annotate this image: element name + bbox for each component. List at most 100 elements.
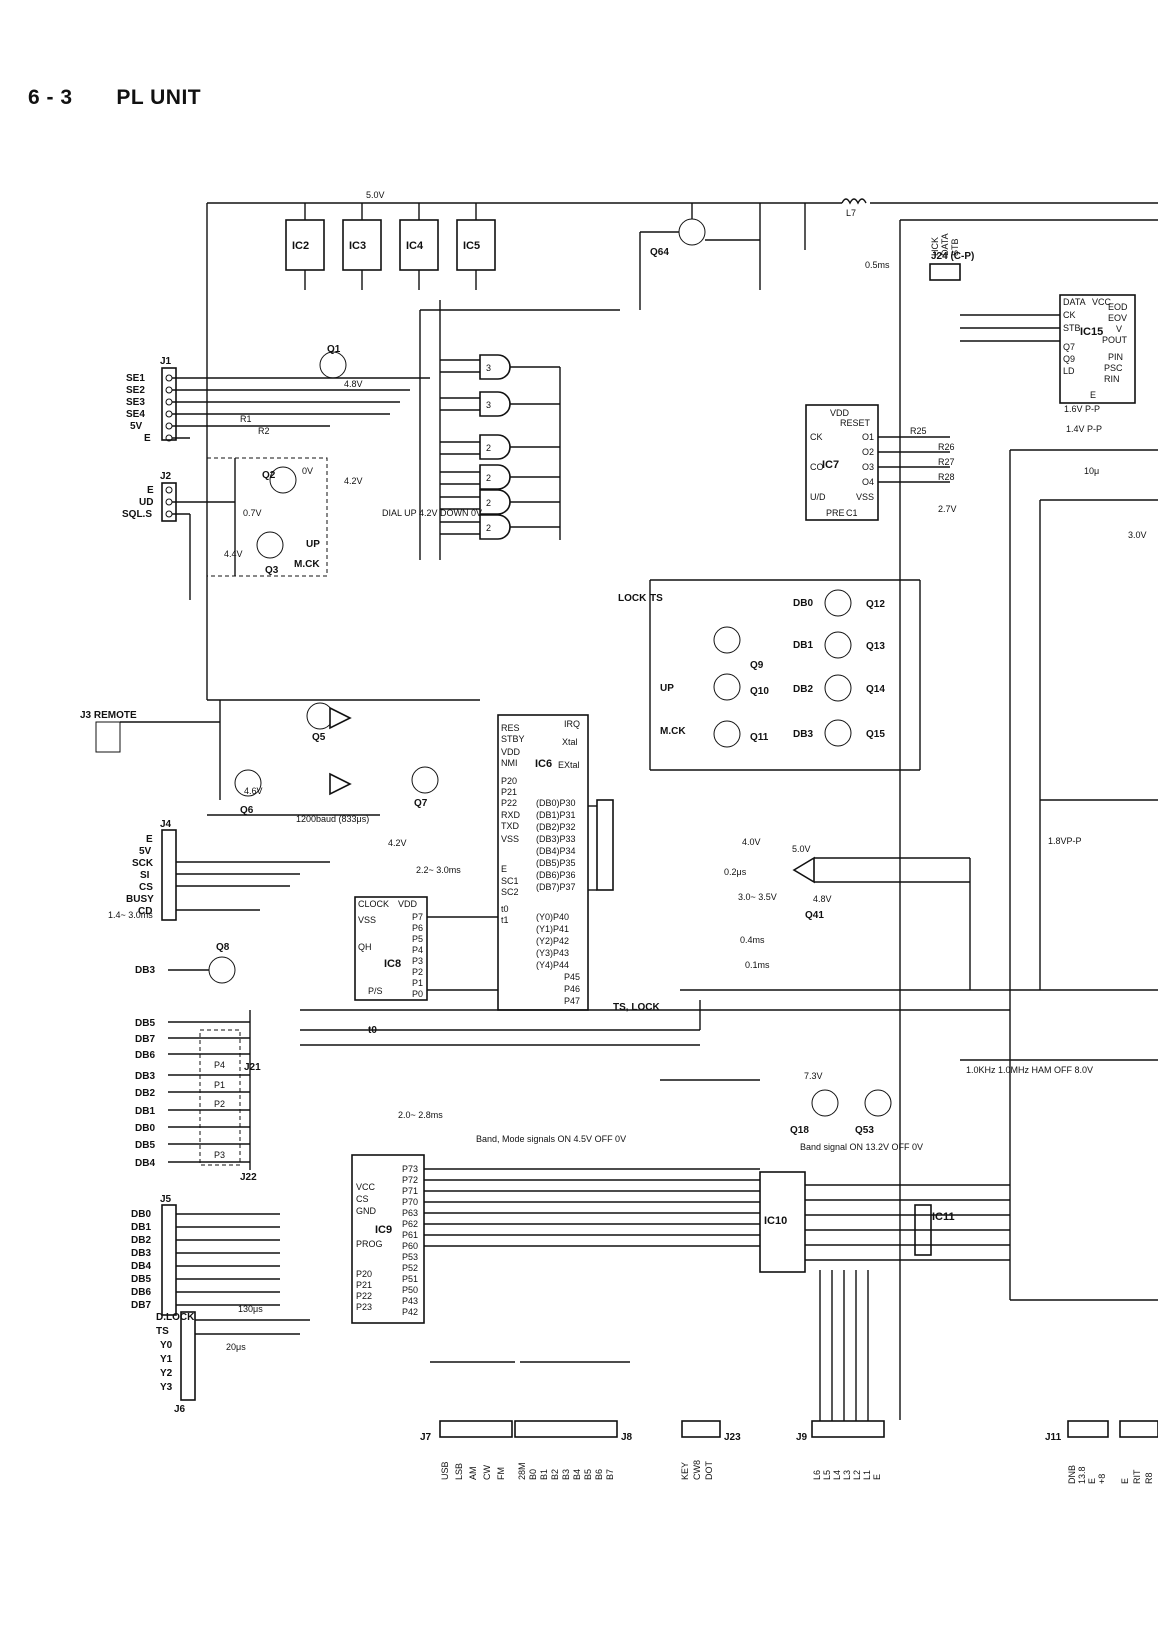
ic9-pin-p21: P21 <box>356 1280 372 1290</box>
key-row-db4: DB4 <box>135 1158 155 1169</box>
connector-j6: D.LOCK TS Y0 Y1 Y2 Y3 J6 130μs 20μs <box>156 1304 310 1415</box>
q2-label: Q2 <box>262 470 276 481</box>
j11-pin-e: E <box>1087 1478 1097 1484</box>
j6-pin-y3: Y3 <box>160 1382 173 1393</box>
j8-label: J8 <box>621 1432 633 1443</box>
q53-label: Q53 <box>855 1125 874 1136</box>
j6-pin-ts: TS <box>156 1326 169 1337</box>
key-row-db5b: DB5 <box>135 1140 155 1151</box>
j5-pin-db2: DB2 <box>131 1235 151 1246</box>
j9-label: J9 <box>796 1432 808 1443</box>
q15-label: Q15 <box>866 729 885 740</box>
key-row-db5: DB5 <box>135 1018 155 1029</box>
j2-pin-ud: UD <box>139 497 153 508</box>
ic15-pin-vcc: VCC <box>1092 297 1112 307</box>
connector-j5: J5 DB0 DB1 DB2 DB3 DB4 DB5 DB6 DB7 <box>131 1194 280 1316</box>
key-row-db1: DB1 <box>135 1106 155 1117</box>
misc-annotations: 0.4ms 0.1ms 4.0V 0.2μs 0.5ms 2.2~ 3.0ms … <box>108 260 1147 1036</box>
ic6-pin-p34: (DB4)P34 <box>536 846 576 856</box>
ic8-pin-p0: P0 <box>412 989 423 999</box>
ic15-pin-q9: Q9 <box>1063 354 1075 364</box>
ic9-pin-cs: CS <box>356 1194 369 1204</box>
volt-40: 4.0V <box>742 837 761 847</box>
pulse-timing2: 2.2~ 3.0ms <box>416 865 461 875</box>
j24-label: J24 (C-P) <box>931 251 974 262</box>
j4-pin-cs: CS <box>139 882 153 893</box>
j9-pin-e: E <box>872 1474 882 1480</box>
ic6-pin-irq: IRQ <box>564 719 580 729</box>
ic6-pin-t0: t0 <box>501 904 509 914</box>
r23-label: R25 <box>910 426 927 436</box>
q2-voltage-0: 0V <box>302 466 313 476</box>
j9-pin-l2: L2 <box>852 1470 862 1480</box>
q41-voltage: 4.8V <box>813 894 832 904</box>
key-row-db3b: DB3 <box>135 1071 155 1082</box>
gate-array: 3 3 2 2 2 2 DIAL UP 4.2V DOWN 0V <box>382 300 620 560</box>
ic9-pin-p72: P72 <box>402 1175 418 1185</box>
j1-pin-se2: SE2 <box>126 385 145 396</box>
ic6-pin-p46: P46 <box>564 984 580 994</box>
ic15-pin-ck: CK <box>1063 310 1076 320</box>
j5-pin-db3: DB3 <box>131 1248 151 1259</box>
ic15-pin-v: V <box>1116 324 1122 334</box>
q64-stage: Q64 <box>639 203 806 310</box>
ic7-pin-o2: O2 <box>862 447 874 457</box>
ic9-pin-vcc: VCC <box>356 1182 376 1192</box>
p1-label: P1 <box>214 1080 225 1090</box>
gate-2d: 2 <box>486 523 491 533</box>
ic8-voltage: 4.2V <box>388 838 407 848</box>
ic7-pin-vss: VSS <box>856 492 874 502</box>
ic15-pin-psc: PSC <box>1104 363 1123 373</box>
ic9-pin-p60: P60 <box>402 1241 418 1251</box>
section-number: 6 - 3 <box>28 86 73 109</box>
ic6-pin-nmi: NMI <box>501 758 518 768</box>
ic9-pin-p22: P22 <box>356 1291 372 1301</box>
j6-pin-dlock: D.LOCK <box>156 1312 195 1323</box>
q41-stage: Q41 5.0V 4.8V 3.0~ 3.5V <box>738 844 971 990</box>
j23-pin-dot: DOT <box>704 1461 714 1481</box>
ic6-pin-p41: (Y1)P41 <box>536 924 569 934</box>
rail-inductor: L7 <box>846 208 856 218</box>
ic9-pin-p43: P43 <box>402 1296 418 1306</box>
j4-pin-busy: BUSY <box>126 894 154 905</box>
ic15-pin-rin: RIN <box>1104 374 1120 384</box>
ic6-pin-rxd: RXD <box>501 810 521 820</box>
ic15-pin-q7: Q7 <box>1063 342 1075 352</box>
j23-pin-key: KEY <box>680 1462 690 1480</box>
gate-3a: 3 <box>486 363 491 373</box>
ic7-pin-c1: C1 <box>846 508 858 518</box>
j1-label: J1 <box>160 356 172 367</box>
j5-pin-db0: DB0 <box>131 1209 151 1220</box>
j11-pin-dnb: DNB <box>1067 1465 1077 1484</box>
ic9-pin-p50: P50 <box>402 1285 418 1295</box>
ic6-pin-e: E <box>501 864 507 874</box>
j22-label: J22 <box>240 1172 257 1183</box>
j9-pin-l5: L5 <box>822 1470 832 1480</box>
q5-label: Q5 <box>312 732 326 743</box>
q3-label: Q3 <box>265 565 279 576</box>
q1-q3-stage: Q1 4.8V 4.2V Q2 0V 0.7V Q3 4.4V UP M.CK <box>206 344 363 577</box>
j24-pin-hck: HCK <box>930 237 940 256</box>
q7-label: Q7 <box>414 798 428 809</box>
ic11-label: IC11 <box>932 1211 955 1223</box>
ic9-pin-gnd: GND <box>356 1206 377 1216</box>
key-row-db2: DB2 <box>135 1088 155 1099</box>
q3-voltage: 4.4V <box>224 549 243 559</box>
ic15-pin-data: DATA <box>1063 297 1086 307</box>
resistor-banks: J7 USB LSB AM CW FM J8 28M B0 B1 B2 B3 B… <box>420 1361 741 1481</box>
j4-pin-e: E <box>146 834 153 845</box>
mck-signal: M.CK <box>660 726 686 737</box>
j6-pin-y2: Y2 <box>160 1368 173 1379</box>
j24-pin-data: DATA <box>940 233 950 256</box>
pulse-04ms: 0.4ms <box>740 935 765 945</box>
ic8-pin-vss: VSS <box>358 915 376 925</box>
rail-voltage: 5.0V <box>366 190 385 200</box>
j5-label: J5 <box>160 1194 172 1205</box>
ic6-pin-p31: (DB1)P31 <box>536 810 576 820</box>
connector-j2: J2 E UD SQL.S <box>122 471 235 600</box>
ic6-pin-stby: STBY <box>501 734 525 744</box>
ic6-pin-p30: (DB0)P30 <box>536 798 576 808</box>
gate-2a: 2 <box>486 443 491 453</box>
q6-voltage: 4.6V <box>244 786 263 796</box>
j6-pin-y0: Y0 <box>160 1340 173 1351</box>
